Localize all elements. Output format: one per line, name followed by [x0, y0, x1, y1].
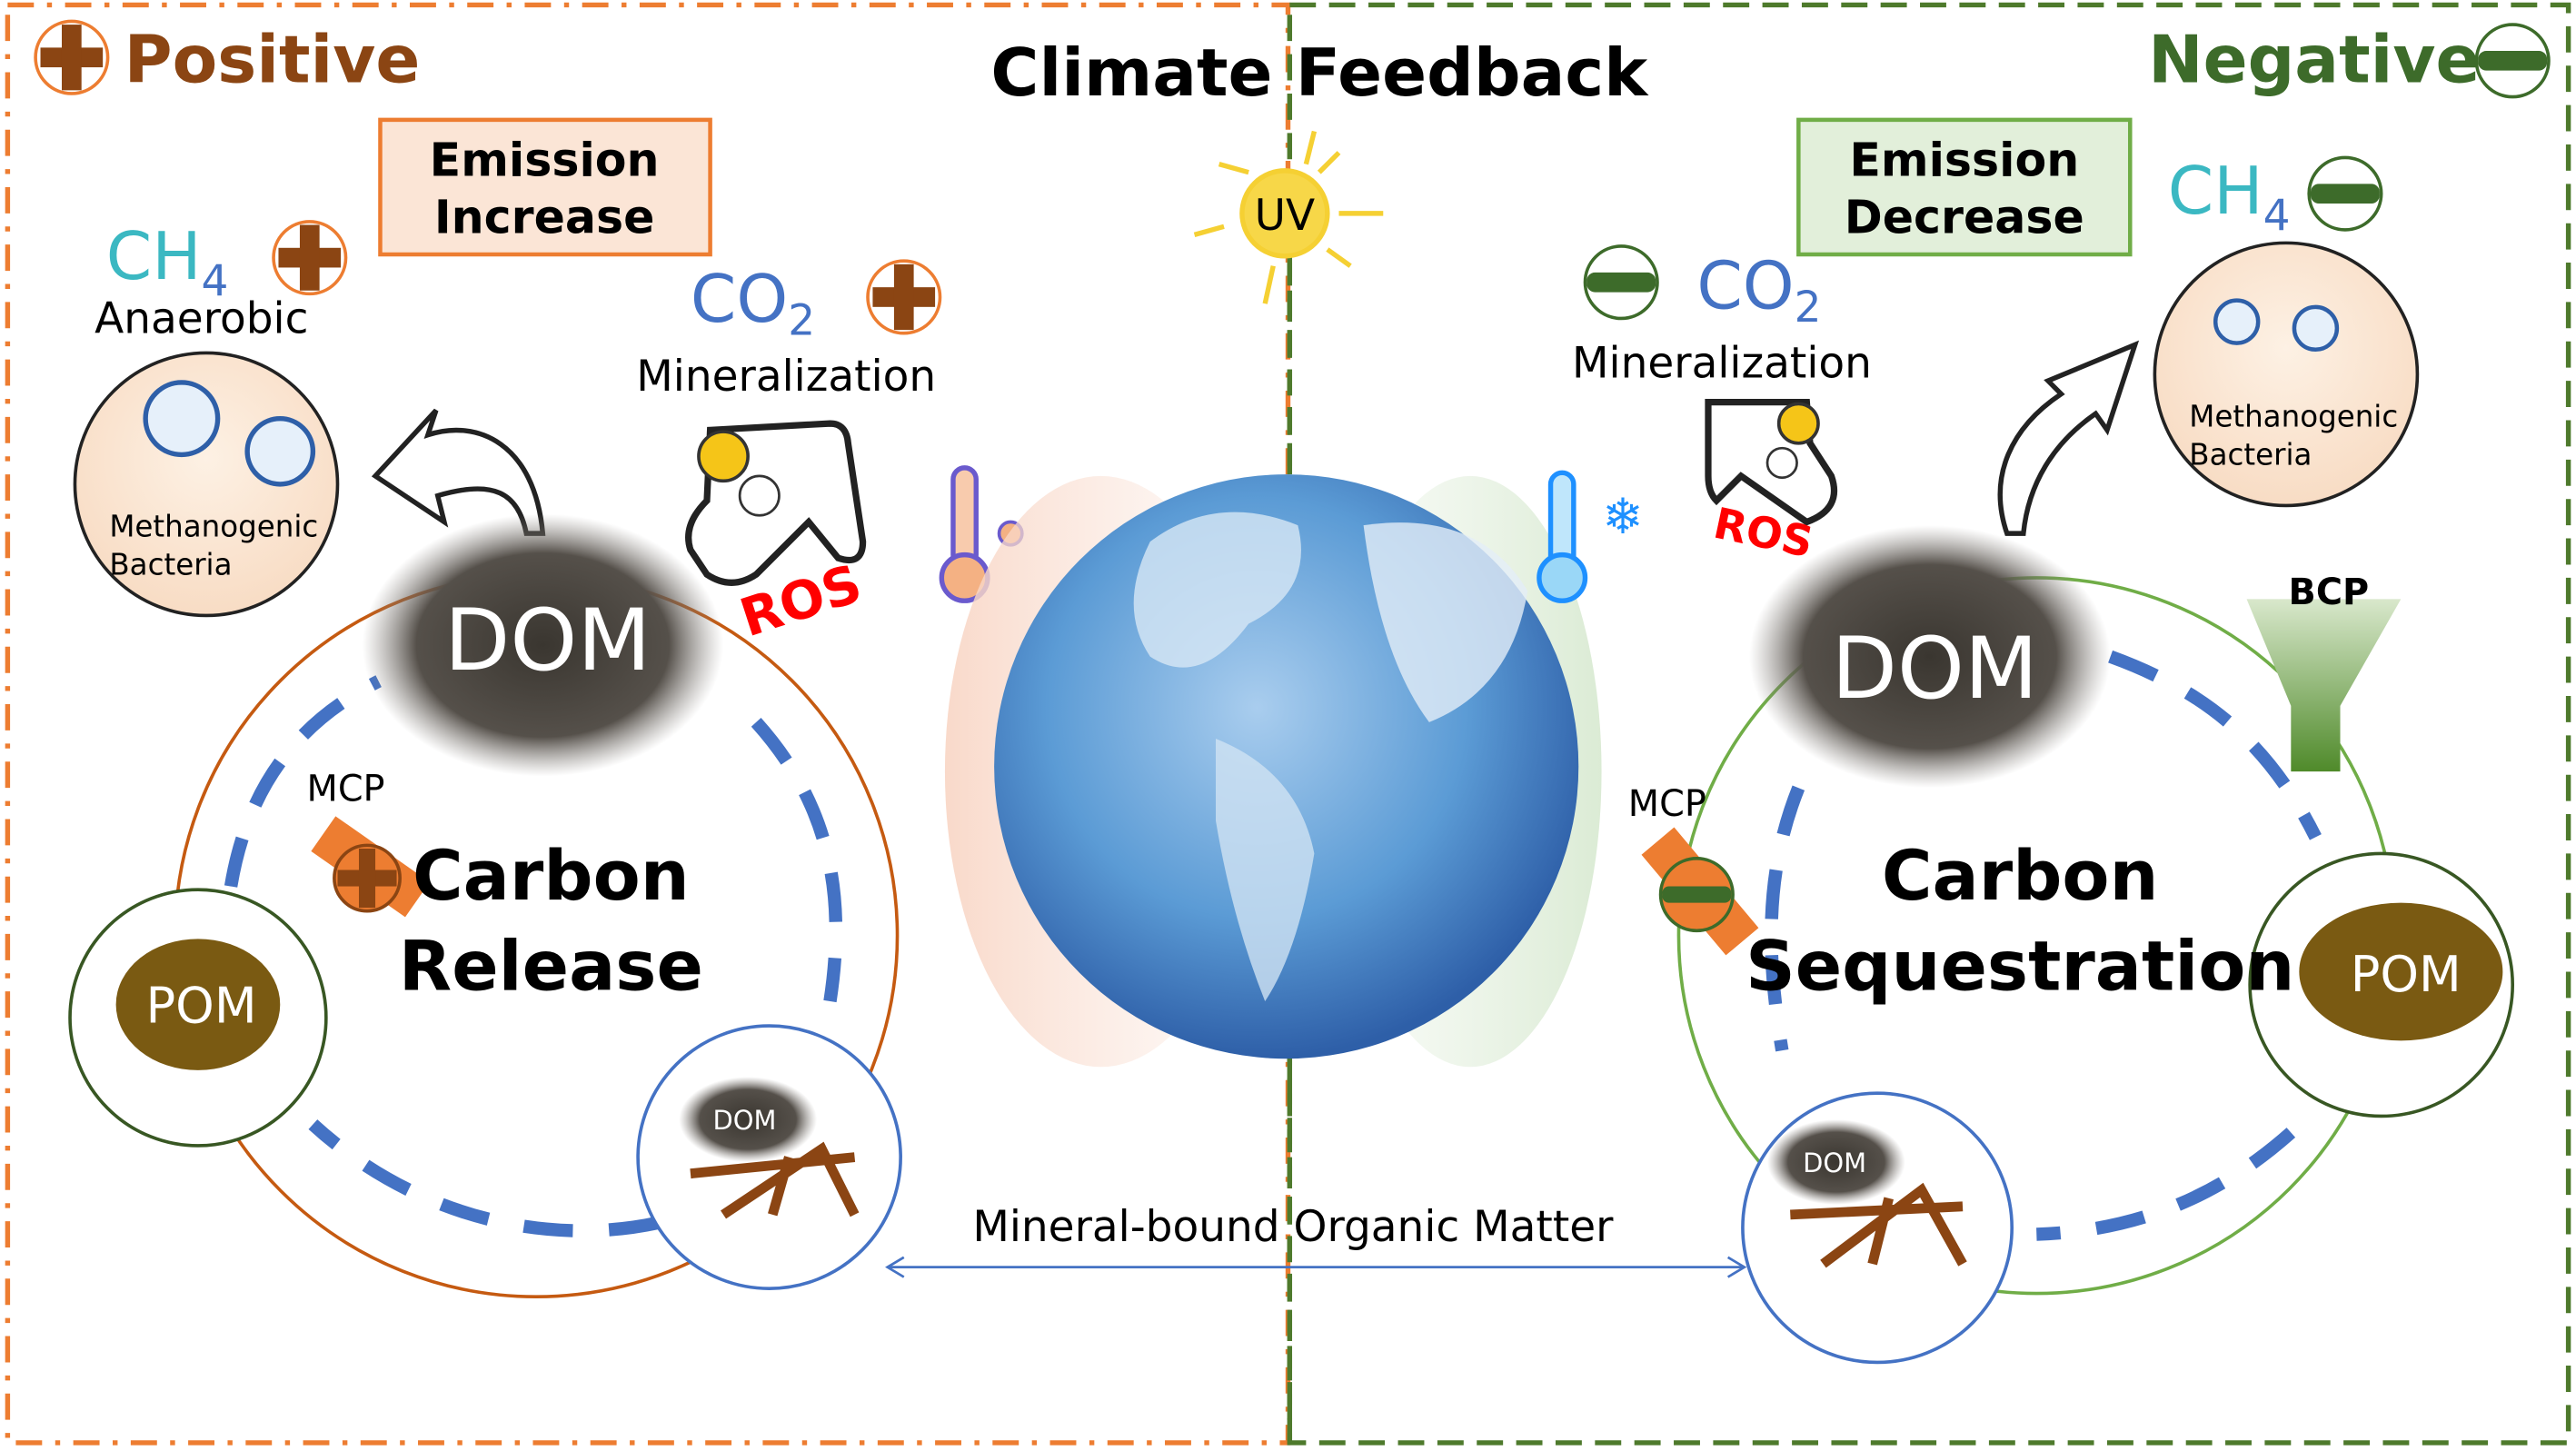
globe-icon [994, 474, 1579, 1059]
anaerobic-label: Anaerobic [94, 294, 308, 344]
bacteria-icon [143, 380, 316, 487]
minus-icon [2474, 23, 2551, 99]
bcp-funnel-icon [2246, 599, 2402, 772]
minus-icon [1583, 244, 1659, 321]
positive-label: Positive [124, 22, 421, 98]
uv-sun-icon [1193, 130, 1384, 304]
co2-label: CO2 [691, 262, 815, 345]
pom-cloud [115, 939, 281, 1070]
pom-label: POM [2351, 946, 2462, 1003]
uv-label: UV [1255, 191, 1316, 241]
bacteria-label: Bacteria [2189, 437, 2312, 472]
mcp-label: MCP [307, 769, 385, 810]
box-line: Emission [430, 133, 660, 186]
mineralization-label: Mineralization [636, 352, 936, 402]
mineral-dom-label: DOM [1803, 1148, 1866, 1178]
mineral-dom-label: DOM [713, 1105, 777, 1136]
page-title: Climate Feedback [990, 35, 1649, 112]
plus-icon [34, 19, 110, 95]
dom-cloud [362, 513, 724, 777]
enzyme-icon [685, 420, 867, 586]
enzyme-icon [1705, 398, 1838, 526]
mcp-plus-icon [311, 816, 430, 918]
mineral-dom-cloud [1767, 1119, 1905, 1206]
ch4-label: CH4 [2168, 154, 2291, 241]
curved-arrow-icon [371, 408, 546, 536]
mcp-label: MCP [1628, 783, 1706, 825]
minus-icon [2307, 155, 2383, 232]
mineral-bound-label: Mineral-bound Organic Matter [972, 1202, 1614, 1252]
thermometer-warm-icon [939, 465, 1024, 603]
bacteria-label: Methanogenic [109, 510, 318, 544]
mcp-minus-icon [1641, 827, 1759, 956]
pom-label: POM [146, 977, 257, 1034]
box-line: Decrease [1845, 191, 2084, 244]
mineralization-label: Mineralization [1572, 339, 1872, 389]
bcp-label: BCP [2289, 571, 2370, 613]
box-line: Emission [1849, 133, 2079, 186]
up-arrow-icon [1997, 340, 2140, 536]
double-arrow [885, 1256, 1747, 1278]
dom-label: DOM [1832, 620, 2038, 719]
thermometer-cold-icon: ❄ [1537, 470, 1644, 603]
emission-increase-box: Emission Increase [378, 117, 712, 257]
bacteria-label: Methanogenic [2189, 400, 2398, 434]
snowflake-icon: ❄ [1602, 488, 1643, 545]
bacteria-label: Bacteria [109, 547, 232, 581]
bacteria-icon [2213, 298, 2340, 353]
carbon-sequestration-label: Sequestration [1746, 926, 2294, 1006]
cycle-arrows [1765, 650, 2322, 1241]
mineral-structure-icon [1790, 1182, 1967, 1268]
plus-icon [272, 220, 348, 296]
methanogenic-bacteria-circle: Methanogenic Bacteria [2153, 241, 2420, 508]
plus-icon [866, 259, 942, 335]
mineral-structure-icon [690, 1141, 860, 1219]
emission-decrease-box: Emission Decrease [1796, 117, 2133, 257]
box-line: Increase [434, 191, 655, 244]
carbon-release-label: Carbon [413, 836, 690, 916]
cycle-arrows [224, 675, 843, 1237]
mineral-dom-cloud [679, 1077, 818, 1163]
dom-label: DOM [444, 591, 651, 691]
ch4-label: CH4 [106, 219, 229, 306]
carbon-release-label: Release [399, 926, 703, 1006]
co2-label: CO2 [1696, 249, 1821, 333]
positive-panel-border [5, 2, 1291, 1446]
carbon-sequestration-label: Carbon [1882, 836, 2159, 916]
negative-label: Negative [2148, 22, 2480, 98]
pom-cloud [2299, 902, 2503, 1041]
methanogenic-bacteria-circle: Methanogenic Bacteria [73, 351, 340, 618]
dom-cloud [1749, 525, 2111, 789]
